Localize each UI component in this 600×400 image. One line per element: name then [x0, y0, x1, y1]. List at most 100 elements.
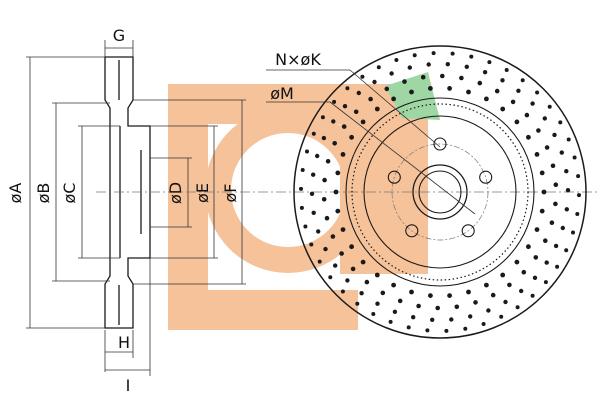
label-i: I	[125, 376, 131, 395]
drill-hole	[340, 152, 346, 157]
drill-hole	[484, 96, 489, 102]
drill-hole	[534, 227, 540, 233]
bolt-hole	[405, 224, 419, 238]
drill-hole	[409, 289, 414, 295]
drill-hole	[504, 68, 509, 72]
drill-hole	[406, 325, 411, 330]
drill-hole	[311, 131, 316, 136]
drill-hole	[374, 272, 380, 278]
drill-hole	[356, 90, 361, 96]
drill-hole	[544, 260, 549, 265]
drill-hole	[468, 314, 473, 319]
drill-hole	[428, 86, 433, 91]
centre-bore-inner	[418, 170, 462, 214]
drill-hole	[325, 159, 331, 164]
drill-hole	[543, 280, 548, 285]
drill-hole	[553, 182, 559, 187]
drill-hole	[380, 290, 386, 296]
drill-hole	[322, 177, 327, 183]
leader-m-diag	[329, 101, 476, 215]
ring-dotted-edge	[351, 103, 529, 281]
drill-hole	[328, 275, 333, 280]
drill-hole	[342, 104, 348, 109]
drill-hole	[516, 88, 521, 94]
drill-hole	[315, 153, 320, 159]
drill-hole	[340, 289, 345, 294]
drill-hole	[459, 75, 464, 81]
drill-hole	[500, 272, 506, 278]
drill-hole	[428, 293, 433, 298]
drill-hole	[500, 78, 505, 83]
drill-hole	[539, 208, 545, 214]
drill-hole	[542, 116, 547, 121]
drill-hole	[349, 134, 354, 140]
drill-hole	[311, 172, 316, 177]
friction-ring-inner-edge	[345, 97, 535, 287]
drill-hole	[503, 299, 508, 305]
drill-hole	[360, 74, 365, 79]
drill-hole	[514, 259, 520, 265]
drill-hole	[466, 89, 471, 95]
drill-hole	[539, 170, 545, 176]
drill-hole	[317, 259, 322, 264]
watermark-logo	[168, 84, 428, 330]
drill-hole	[345, 86, 350, 91]
leader-lines	[266, 69, 476, 215]
label-a: øA	[6, 182, 25, 204]
drill-hole	[321, 197, 327, 202]
drill-hole	[544, 145, 550, 150]
drill-hole	[547, 104, 552, 109]
label-b: øB	[34, 182, 53, 204]
drill-hole	[349, 244, 354, 250]
label-d: øD	[166, 181, 185, 205]
drill-hole	[364, 279, 370, 285]
drill-hole	[463, 326, 468, 331]
drill-hole	[514, 119, 520, 125]
drill-hole	[340, 227, 346, 233]
cross-drilled-holes	[299, 51, 581, 333]
drill-hole	[360, 119, 366, 125]
bolt-hole	[479, 170, 493, 184]
hat-outer-edge	[363, 115, 517, 269]
drill-hole	[332, 99, 337, 104]
drill-hole	[541, 189, 547, 195]
drill-hole	[543, 238, 548, 243]
drill-hole	[353, 109, 359, 115]
drill-hole	[299, 205, 304, 210]
drill-hole	[484, 282, 489, 288]
drill-hole	[482, 70, 488, 75]
centre-bore-outer	[412, 164, 468, 220]
drill-hole	[324, 215, 330, 221]
drill-hole	[330, 234, 336, 239]
drill-hole	[507, 282, 512, 288]
drill-hole	[305, 149, 309, 154]
drill-hole	[565, 188, 571, 193]
drill-hole	[407, 65, 412, 70]
drill-hole	[536, 128, 541, 133]
drill-hole	[345, 278, 350, 283]
drill-hole	[333, 189, 339, 195]
drill-hole	[481, 322, 486, 326]
drill-hole	[389, 71, 394, 76]
drill-hole	[412, 53, 417, 58]
drill-hole	[560, 225, 565, 231]
drill-hole	[549, 220, 555, 225]
drill-hole	[311, 210, 316, 215]
drill-hole	[368, 96, 373, 102]
bolt-hole	[461, 224, 475, 238]
section-outline	[104, 56, 151, 329]
disc-front-view	[293, 45, 587, 339]
drill-hole	[553, 201, 558, 207]
drill-hole	[447, 86, 452, 91]
drill-hole	[454, 304, 460, 310]
drill-hole	[332, 141, 338, 146]
disc-section-view	[104, 56, 151, 329]
drill-hole	[416, 303, 421, 309]
drill-hole	[391, 96, 396, 102]
drill-hole	[409, 89, 414, 95]
drill-hole	[572, 155, 577, 160]
drill-hole	[555, 264, 560, 269]
drill-hole	[447, 293, 452, 298]
drill-hole	[494, 88, 500, 94]
drill-hole	[519, 288, 524, 294]
